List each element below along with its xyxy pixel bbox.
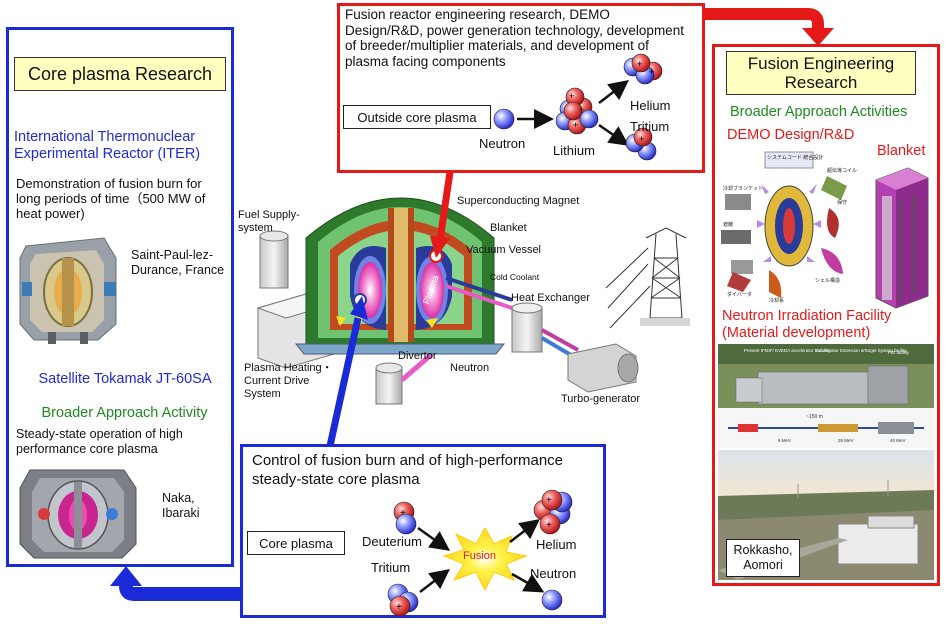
neutron-irradiation-label: Neutron Irradiation Facility (Material d…	[722, 308, 892, 341]
svg-text:+: +	[396, 602, 402, 613]
demo-fig-label-5: ダイバータ	[727, 291, 752, 298]
fusion-burst	[442, 526, 528, 592]
core-plasma-title-text: Core plasma Research	[27, 63, 213, 84]
demo-design-label: DEMO Design/R&D	[727, 127, 855, 143]
jt60sa-description: Steady-state operation of high performan…	[16, 427, 183, 456]
cold-coolant-label: Cold Coolant	[490, 272, 540, 282]
core-plasma-label-text: Core plasma	[259, 535, 333, 551]
svg-text:+: +	[400, 508, 406, 519]
fusion-label: Fusion	[463, 550, 497, 562]
demo-fig-label-6: 冷却系	[769, 297, 784, 304]
demo-fig-label-8: 保守	[837, 199, 847, 206]
jt60sa-location: Naka, Ibaraki	[162, 491, 200, 520]
tritium-label-top: Tritium	[630, 119, 670, 134]
iter-title: International Thermonuclear Experimental…	[14, 129, 201, 162]
heat-exchanger-label: Heat Exchanger	[511, 292, 590, 304]
neutron-label-bottom: Neutron	[530, 566, 577, 581]
breeding-reaction-diagram: + + + + + +	[493, 53, 663, 161]
demo-fig-label-3: 超伝導コイル	[827, 167, 857, 174]
vacuum-vessel-label: Vacuum Vessel	[466, 244, 542, 256]
divertor-label: Divertor	[398, 350, 437, 362]
lithium-label: Lithium	[553, 143, 595, 158]
rokkasho-location-label: Rokkasho, Aomori	[726, 539, 800, 577]
iter-description: Demonstration of fusion burn for long pe…	[16, 176, 206, 221]
broader-approach-activities: Broader Approach Activities	[730, 104, 908, 120]
svg-text:+: +	[639, 134, 644, 144]
core-plasma-control-title: Control of fusion burn and of high-perfo…	[252, 452, 564, 488]
demo-fig-label-7: シェル構造	[815, 277, 840, 284]
helium-label-bottom: Helium	[536, 537, 577, 552]
plasma-heating-label: Plasma Heating・Current Drive System	[244, 362, 333, 400]
turbo-generator-label: Turbo-generator	[561, 393, 641, 405]
jt60sa-title: Satellite Tokamak JT-60SA	[38, 371, 212, 387]
svg-text:+: +	[649, 67, 654, 77]
fuel-supply-label: Fuel Supply-system	[238, 209, 300, 234]
neutron-particle	[493, 108, 515, 130]
core-plasma-label: Core plasma	[247, 531, 345, 555]
blanket-module-image	[868, 160, 936, 310]
demo-fig-label-1: システムコード 統合設計	[767, 154, 823, 161]
iter-location: Saint-Paul-lez-Durance, France	[131, 248, 225, 277]
svg-text:+: +	[637, 59, 642, 69]
ifmif-facility-image: Present IFMIF/ EVEDA accelerator Buildin…	[718, 344, 934, 448]
svg-text:+: +	[546, 520, 552, 531]
outside-core-plasma-label: Outside core plasma	[343, 105, 491, 129]
ifmif-label-3: PIE facility	[888, 350, 910, 355]
rokkasho-location-text: Rokkasho, Aomori	[733, 543, 793, 572]
blanket-label-right: Blanket	[877, 143, 926, 159]
fusion-engineering-description: Fusion reactor engineering research, DEM…	[345, 7, 684, 69]
ifmif-label-5: 9 MeV	[778, 438, 791, 443]
fusion-engineering-title-text: Fusion Engineering Research	[747, 54, 895, 92]
plasma-right	[420, 262, 444, 318]
fusion-engineering-title: Fusion Engineering Research	[726, 51, 916, 95]
core-plasma-title: Core plasma Research	[14, 57, 226, 91]
svg-text:+: +	[579, 105, 584, 115]
ifmif-label-4: ~150 m	[806, 414, 823, 420]
demo-fig-label-4: 遮蔽	[723, 221, 733, 228]
ifmif-label-1: Present IFMIF/ EVEDA accelerator Buildin…	[744, 348, 831, 353]
outside-core-plasma-label-text: Outside core plasma	[357, 109, 477, 125]
tritium-label-bottom: Tritium	[371, 560, 411, 575]
svg-text:+: +	[569, 91, 574, 101]
blanket-label-center: Blanket	[490, 222, 527, 234]
svg-text:+: +	[573, 120, 578, 130]
superconducting-magnet-label: Superconducting Magnet	[457, 195, 580, 207]
demo-design-figure: システムコード 統合設計 冷却ブランケット 超伝導コイル 遮蔽 ダイバータ 冷却…	[717, 146, 865, 306]
svg-text:+: +	[546, 495, 552, 506]
ifmif-label-6: 26 MeV	[838, 438, 854, 443]
neutron-label-center: Neutron	[450, 362, 490, 374]
demo-fig-label-2: 冷却ブランケット	[723, 185, 763, 192]
deuterium-label: Deuterium	[362, 534, 422, 549]
jt60sa-tokamak-image	[14, 460, 142, 562]
ifmif-label-2: Accelerator Extension &Target System fac…	[816, 348, 907, 353]
ifmif-label-7: 40 MeV	[890, 438, 906, 443]
helium-label-top: Helium	[630, 98, 671, 113]
neutron-label-top: Neutron	[479, 136, 526, 151]
iter-tokamak-image	[12, 228, 128, 346]
broader-approach-activity: Broader Approach Activity	[41, 405, 208, 421]
fusion-reaction-diagram: + + + +	[387, 489, 573, 617]
